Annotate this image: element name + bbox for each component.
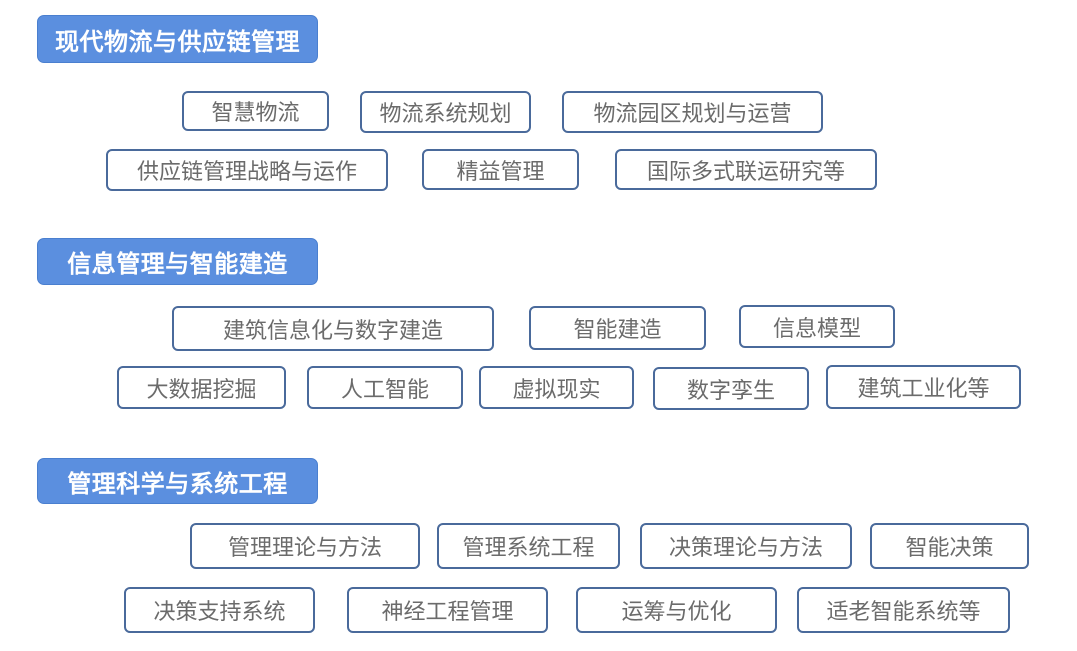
topic-tag: 供应链管理战略与运作 — [106, 149, 388, 191]
topic-tag: 建筑信息化与数字建造 — [172, 306, 494, 351]
topic-tag: 虚拟现实 — [479, 366, 634, 409]
topic-tag: 管理系统工程 — [437, 523, 620, 569]
topic-tag: 智能建造 — [529, 306, 706, 350]
topic-tag: 大数据挖掘 — [117, 366, 286, 409]
section-header-management-science: 管理科学与系统工程 — [37, 458, 318, 504]
topic-tag: 管理理论与方法 — [190, 523, 420, 569]
topic-tag: 神经工程管理 — [347, 587, 548, 633]
topic-tag: 信息模型 — [739, 305, 895, 348]
topic-tag: 精益管理 — [422, 149, 579, 190]
topic-tag: 物流系统规划 — [360, 91, 531, 133]
topic-tag: 建筑工业化等 — [826, 365, 1021, 409]
topic-tag: 智能决策 — [870, 523, 1029, 569]
topic-tag: 运筹与优化 — [576, 587, 777, 633]
topic-tag: 适老智能系统等 — [797, 587, 1010, 633]
topic-tag: 国际多式联运研究等 — [615, 149, 877, 190]
topic-tag: 物流园区规划与运营 — [562, 91, 823, 133]
topic-tag: 决策理论与方法 — [640, 523, 852, 569]
topic-tag: 智慧物流 — [182, 91, 329, 131]
topic-tag: 人工智能 — [307, 366, 463, 409]
section-header-info-management: 信息管理与智能建造 — [37, 238, 318, 285]
section-header-logistics: 现代物流与供应链管理 — [37, 15, 318, 63]
topic-tag: 决策支持系统 — [124, 587, 315, 633]
topic-tag: 数字孪生 — [653, 367, 809, 410]
